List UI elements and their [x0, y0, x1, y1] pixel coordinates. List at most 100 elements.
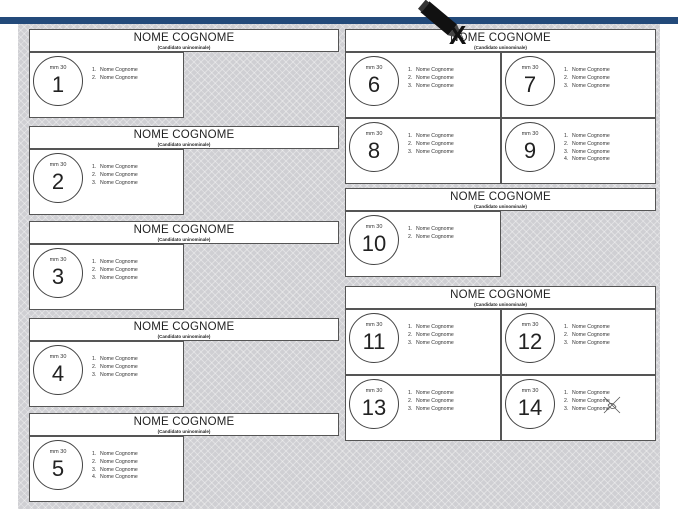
candidate-index: 2.: [408, 233, 413, 240]
candidate-entry-name: Nome Cognome: [572, 82, 610, 89]
candidate-entry: 1.Nome Cognome: [92, 67, 138, 75]
symbol-size-label: mm 30: [365, 131, 383, 137]
list-number: 6: [367, 72, 381, 97]
candidate-entry: 1.Nome Cognome: [408, 226, 454, 234]
candidate-header[interactable]: NOME COGNOME(Candidato uninominale): [345, 188, 656, 211]
candidate-index: 4.: [92, 474, 97, 481]
candidate-entry-name: Nome Cognome: [572, 331, 610, 338]
candidate-entry: 1.Nome Cognome: [408, 133, 454, 141]
candidate-entry: 3.Nome Cognome: [564, 406, 610, 414]
candidate-entry-name: Nome Cognome: [416, 324, 454, 330]
candidate-entry: 2.Nome Cognome: [564, 141, 610, 149]
candidate-entry: 3.Nome Cognome: [564, 149, 610, 157]
symbol-size-label: mm 30: [365, 388, 383, 394]
candidate-header[interactable]: NOME COGNOME(Candidato uninominale): [29, 29, 339, 52]
candidate-entry-name: Nome Cognome: [100, 466, 138, 473]
candidate-entry: 3.Nome Cognome: [408, 83, 454, 91]
candidate-index: 2.: [408, 74, 413, 81]
list-number: 11: [362, 329, 386, 354]
candidate-entry: 3.Nome Cognome: [92, 275, 138, 283]
candidate-entry: 2.Nome Cognome: [92, 75, 138, 83]
candidate-entry: 1.Nome Cognome: [92, 451, 138, 459]
candidate-index: 1.: [408, 390, 413, 396]
candidate-index: 3.: [92, 371, 97, 378]
candidate-entry-name: Nome Cognome: [100, 451, 138, 457]
candidate-entry-name: Nome Cognome: [416, 74, 454, 81]
candidate-index: 3.: [408, 405, 413, 412]
candidate-index: 3.: [564, 339, 569, 346]
candidate-entry: 3.Nome Cognome: [92, 180, 138, 188]
candidate-entry: 2.Nome Cognome: [408, 75, 454, 83]
candidate-header[interactable]: NOME COGNOME(Candidato uninominale): [29, 318, 339, 341]
candidate-entry-name: Nome Cognome: [416, 233, 454, 240]
symbol-size-label: mm 30: [49, 162, 67, 168]
candidate-name: NOME COGNOME: [133, 321, 235, 333]
candidate-entry-name: Nome Cognome: [100, 458, 138, 465]
list-number: 1: [51, 72, 65, 97]
candidate-entry: 1.Nome Cognome: [408, 67, 454, 75]
candidate-entry: 1.Nome Cognome: [92, 259, 138, 267]
candidate-entry-name: Nome Cognome: [572, 397, 610, 404]
candidate-header[interactable]: NOME COGNOME(Candidato uninominale): [345, 29, 656, 52]
candidate-entry: 3.Nome Cognome: [92, 372, 138, 380]
candidate-entry-name: Nome Cognome: [100, 179, 138, 186]
candidate-index: 4.: [564, 156, 569, 163]
list-number: 5: [51, 456, 65, 481]
candidate-name: NOME COGNOME: [133, 224, 235, 236]
candidate-header[interactable]: NOME COGNOME(Candidato uninominale): [345, 286, 656, 309]
candidate-header[interactable]: NOME COGNOME(Candidato uninominale): [29, 221, 339, 244]
candidate-header[interactable]: NOME COGNOME(Candidato uninominale): [29, 126, 339, 149]
candidate-index: 1.: [564, 324, 569, 330]
candidate-index: 2.: [408, 331, 413, 338]
candidate-entry-name: Nome Cognome: [416, 67, 454, 73]
candidate-entry-name: Nome Cognome: [572, 140, 610, 147]
candidate-entry-name: Nome Cognome: [100, 164, 138, 170]
candidate-entry-name: Nome Cognome: [572, 339, 610, 346]
symbol-size-label: mm 30: [521, 322, 539, 328]
candidate-entry-name: Nome Cognome: [416, 140, 454, 147]
candidate-index: 3.: [564, 405, 569, 412]
candidate-entry-name: Nome Cognome: [416, 226, 454, 232]
candidate-index: 3.: [564, 82, 569, 89]
candidate-subtitle: (Candidato uninominale): [157, 44, 211, 50]
symbol-size-label: mm 30: [49, 354, 67, 360]
candidate-entry: 2.Nome Cognome: [564, 398, 610, 406]
candidate-header[interactable]: NOME COGNOME(Candidato uninominale): [29, 413, 339, 436]
